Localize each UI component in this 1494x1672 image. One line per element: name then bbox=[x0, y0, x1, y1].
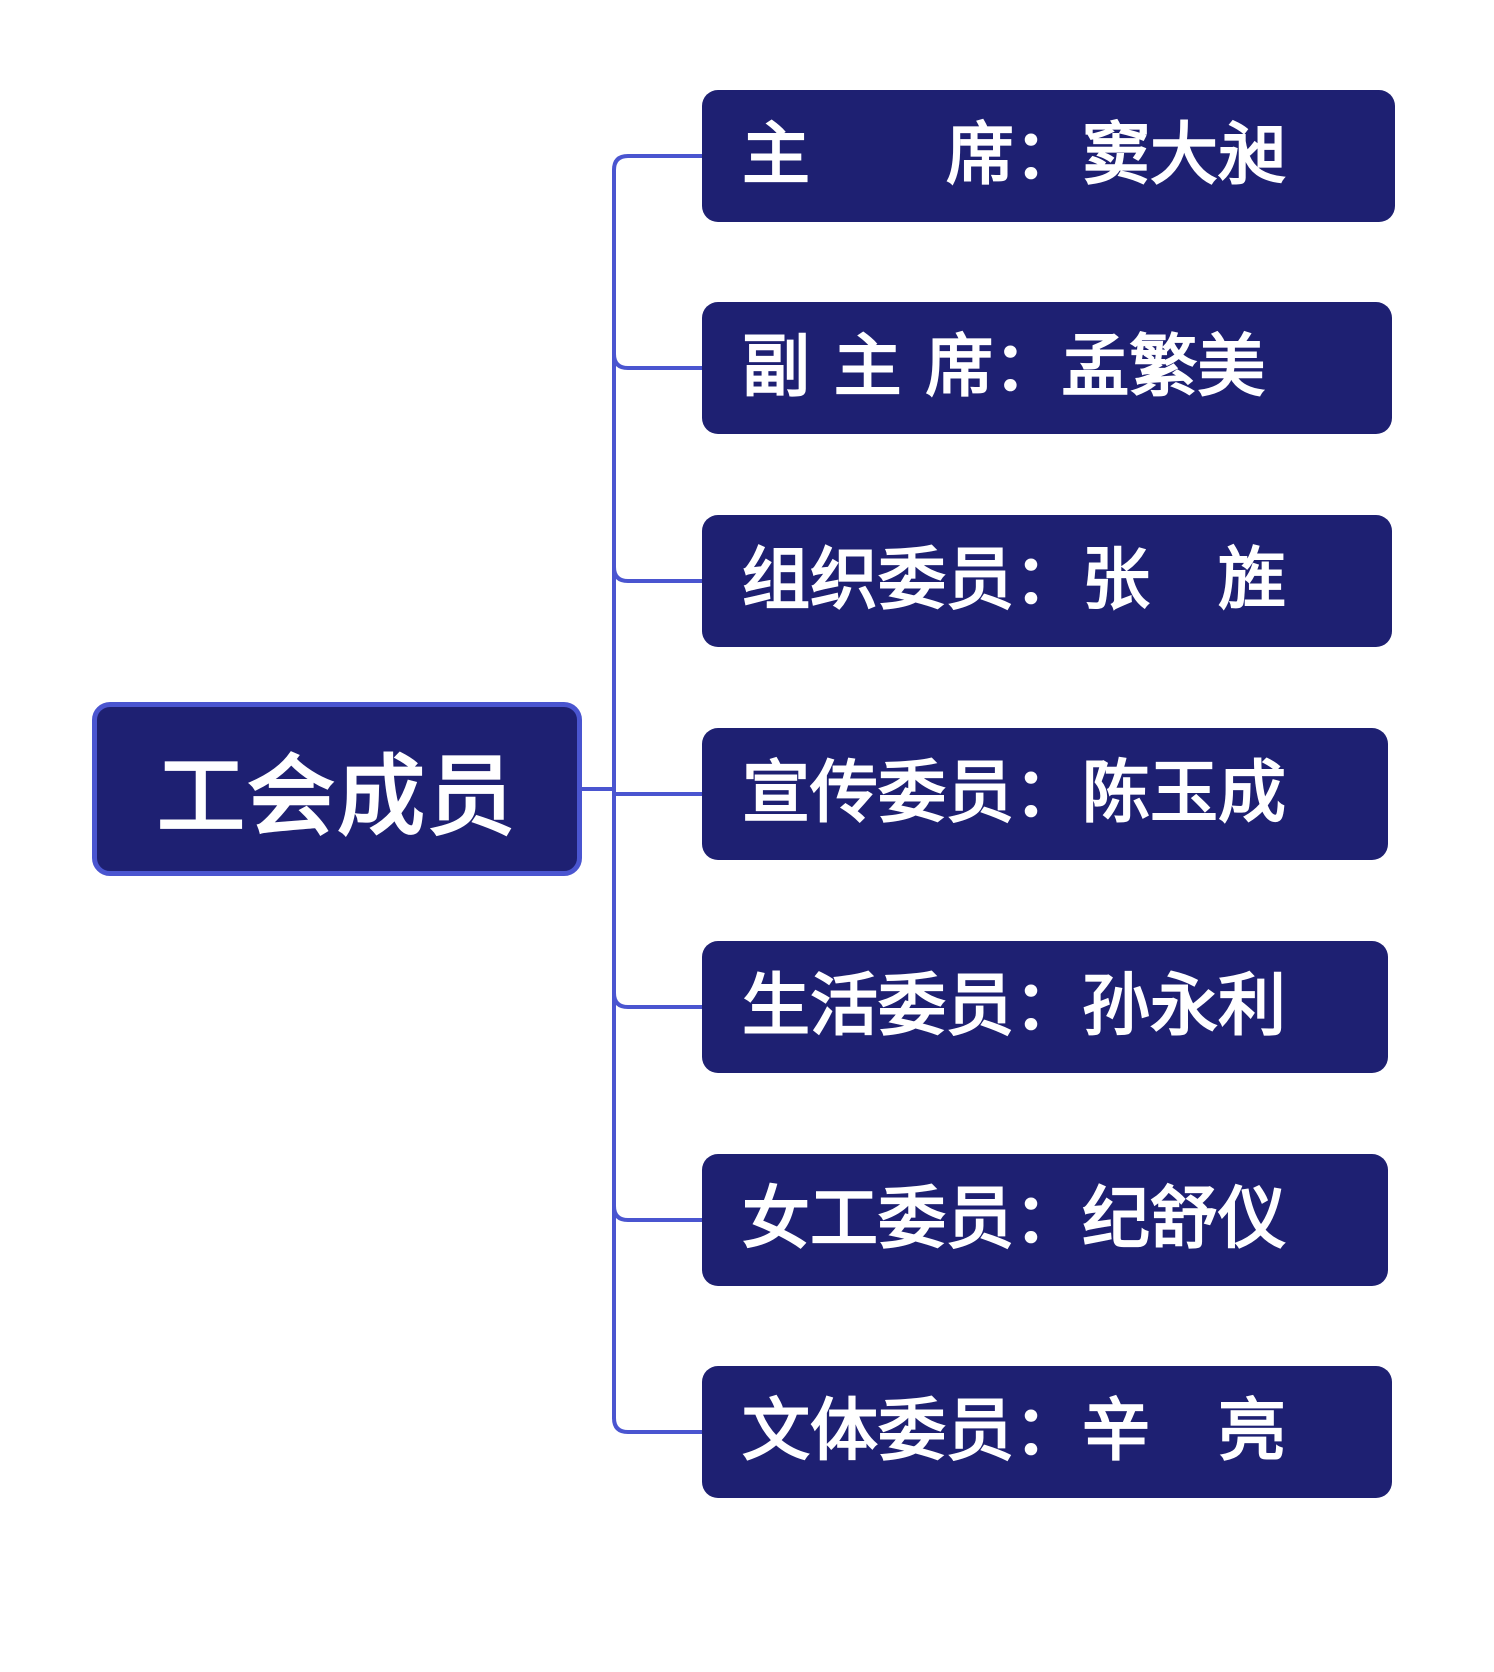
member-node-organization: 组织委员：张 旌 bbox=[702, 515, 1392, 647]
root-node: 工会成员 bbox=[92, 702, 582, 876]
member-node-welfare: 生活委员：孙永利 bbox=[702, 941, 1388, 1073]
connector-branch bbox=[612, 565, 704, 583]
root-label: 工会成员 bbox=[156, 744, 517, 848]
member-node-chairman: 主 席：窦大昶 bbox=[702, 90, 1395, 222]
connector-branch bbox=[612, 352, 704, 370]
member-label: 文体委员：辛 亮 bbox=[742, 1392, 1287, 1471]
member-node-women-workers: 女工委员：纪舒仪 bbox=[702, 1154, 1388, 1286]
connector-branch bbox=[612, 154, 704, 172]
member-label: 宣传委员：陈玉成 bbox=[742, 754, 1287, 833]
member-label: 组织委员：张 旌 bbox=[742, 541, 1287, 620]
member-label: 副 主 席：孟繁美 bbox=[742, 328, 1266, 407]
member-label: 女工委员：纪舒仪 bbox=[742, 1180, 1287, 1259]
connector-branch bbox=[612, 991, 704, 1009]
member-label: 生活委员：孙永利 bbox=[742, 967, 1287, 1046]
member-node-publicity: 宣传委员：陈玉成 bbox=[702, 728, 1388, 860]
member-node-vice-chairman: 副 主 席：孟繁美 bbox=[702, 302, 1392, 434]
member-node-culture-sports: 文体委员：辛 亮 bbox=[702, 1366, 1392, 1498]
connector-branch bbox=[612, 1204, 704, 1222]
member-label: 主 席：窦大昶 bbox=[742, 116, 1287, 195]
connector-branch bbox=[612, 1416, 704, 1434]
